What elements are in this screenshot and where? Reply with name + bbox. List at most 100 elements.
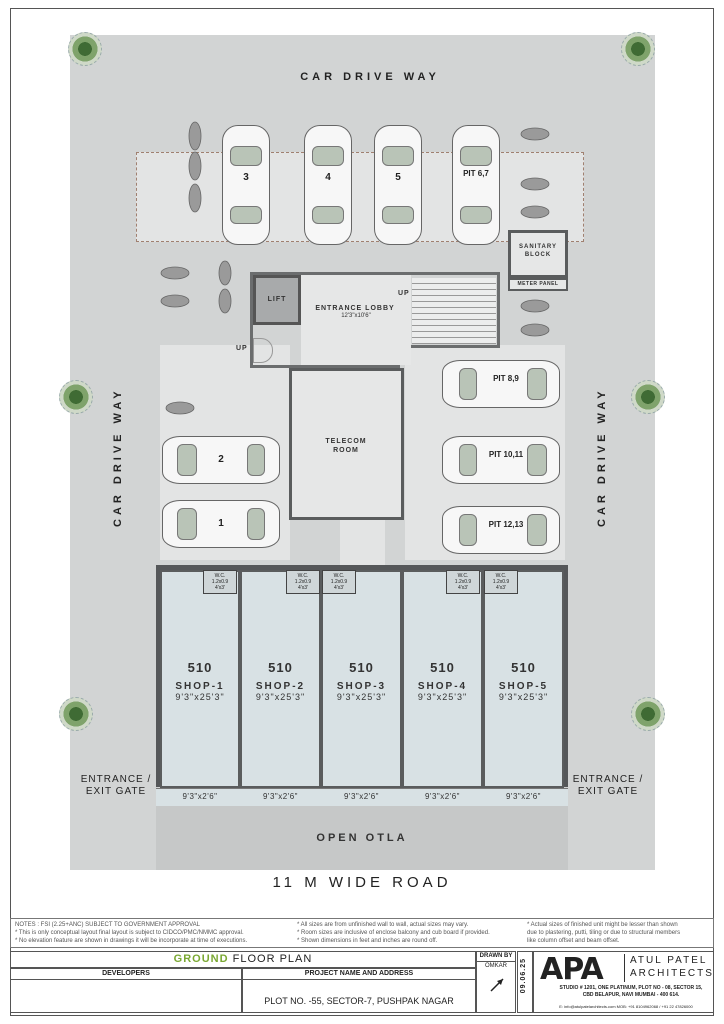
project-label: PROJECT NAME AND ADDRESS <box>243 969 475 980</box>
shop-size: 9'3"x25'3" <box>175 692 225 702</box>
note-line: * Room sizes are inclusive of enclose ba… <box>297 930 490 936</box>
notes-box: NOTES : FSI (2.25+ANC) SUBJECT TO GOVERN… <box>10 918 714 948</box>
plan-title: GROUND FLOOR PLAN <box>10 951 476 968</box>
car-number: 5 <box>395 172 401 183</box>
shop-area: 510 <box>187 660 213 675</box>
shop-unit: 510 SHOP-3 9'3"x25'3" <box>321 570 402 788</box>
ramp-up-label: UP <box>236 345 248 352</box>
tree-icon <box>631 380 665 414</box>
car-slot: PIT 10,11 <box>442 436 560 484</box>
logo-divider <box>624 954 625 982</box>
meter-panel: METER PANEL <box>508 278 568 291</box>
wc-size: 1.2x0.9 <box>330 579 348 585</box>
note-line: * This is only conceptual layout final l… <box>15 930 244 936</box>
tree-icon <box>621 32 655 66</box>
lift-label: LIFT <box>267 296 287 303</box>
firm-name-1: ATUL PATEL <box>630 955 708 966</box>
wc-label: W.C. <box>297 573 309 579</box>
otla-dim: 9'3"x2'6" <box>182 792 218 801</box>
note-line: * No elevation feature are shown in draw… <box>15 938 248 944</box>
plan-title-word2: FLOOR PLAN <box>232 953 313 965</box>
wc-label: W.C. <box>457 573 469 579</box>
shop-unit: 510 SHOP-4 9'3"x25'3" <box>402 570 483 788</box>
car-slot: 2 <box>162 436 280 484</box>
otla-step <box>156 788 568 806</box>
shop-name: SHOP-1 <box>175 681 225 692</box>
lift-shaft: LIFT <box>253 275 301 325</box>
car-slot: 3 <box>222 125 270 245</box>
car-number: PIT 8,9 <box>493 374 519 383</box>
drawn-by-label: DRAWN BY <box>479 953 513 959</box>
project-address: PLOT NO. -55, SECTOR-7, PUSHPAK NAGAR <box>264 996 454 1006</box>
car-number: PIT 6,7 <box>463 169 489 178</box>
shop-unit: 510 SHOP-2 9'3"x25'3" <box>240 570 321 788</box>
shop-area: 510 <box>349 660 374 675</box>
bike-icon <box>165 401 195 415</box>
bike-parking <box>160 121 550 415</box>
wall <box>497 272 500 347</box>
plan-title-word1: GROUND <box>173 953 229 965</box>
tree-icon <box>59 697 93 731</box>
wc-label: W.C. <box>495 573 507 579</box>
tree-icon <box>68 32 102 66</box>
car-slot: 4 <box>304 125 352 245</box>
note-line: * Actual sizes of finished unit might be… <box>527 922 678 928</box>
shop-size: 9'3"x25'3" <box>498 692 549 702</box>
shop-name: SHOP-3 <box>336 681 387 692</box>
car-slot: PIT 6,7 <box>452 125 500 245</box>
shop-area: 510 <box>511 660 536 675</box>
drawing-frame <box>10 8 714 1016</box>
studio-line-1: STUDIO # 1201, ONE PLATINUM, PLOT NO - 0… <box>559 985 703 991</box>
open-otla-label: OPEN OTLA <box>316 832 408 844</box>
north-arrow-icon <box>490 978 504 992</box>
note-line: due to plastering, putti, tiling or due … <box>527 930 681 936</box>
drawing-date: 09.06.25 <box>520 958 527 994</box>
bike-icon <box>160 260 232 314</box>
meter-label: METER PANEL <box>517 281 559 287</box>
otla-dim: 9'3"x2'6" <box>262 792 299 801</box>
otla-dim: 9'3"x2'6" <box>343 792 380 801</box>
car-slot: 5 <box>374 125 422 245</box>
car-slot: PIT 8,9 <box>442 360 560 408</box>
shop-unit: 510 SHOP-1 9'3"x25'3" <box>160 570 240 788</box>
shop-name: SHOP-5 <box>498 681 549 692</box>
wc-size: 1.2x0.9 <box>294 579 312 585</box>
wc-feet: 4'x3' <box>298 585 308 591</box>
tree-icon <box>631 697 665 731</box>
telecom-label: TELECOM ROOM <box>325 438 367 454</box>
tree-icon <box>59 380 93 414</box>
otla-dim: 9'3"x2'6" <box>424 792 461 801</box>
firm-logo: APA <box>540 952 604 987</box>
note-line: like column offset and beam offset. <box>527 938 620 944</box>
right-driveway-label: CAR DRIVE WAY <box>596 387 608 527</box>
developers-cell: DEVELOPERS <box>10 968 242 1013</box>
ramp <box>253 338 273 363</box>
shop-area: 510 <box>430 660 455 675</box>
otla-dim: 9'3"x2'6" <box>505 792 542 801</box>
wall <box>400 345 500 348</box>
car-number: 4 <box>325 172 331 183</box>
wc-feet: 4'x3' <box>496 585 506 591</box>
shop-unit: 510 SHOP-5 9'3"x25'3" <box>483 570 564 788</box>
wc-room: W.C. 1.2x0.9 4'x3' <box>484 570 518 594</box>
car-slot: 1 <box>162 500 280 548</box>
car-number: 2 <box>218 454 224 465</box>
firm-cell: APA ATUL PATEL ARCHITECTS STUDIO # 1201,… <box>533 951 714 1013</box>
note-line: * All sizes are from unfinished wall to … <box>297 922 469 928</box>
shop-block-wall <box>156 565 161 787</box>
right-gate-label: ENTRANCE / EXIT GATE <box>572 774 644 797</box>
open-otla: OPEN OTLA <box>156 806 568 870</box>
wc-room: W.C. 1.2x0.9 4'x3' <box>286 570 320 594</box>
contact-line: E: info@atulpatelarchitects.com MOB: +91… <box>559 1004 693 1009</box>
drawn-by-cell: DRAWN BY OMKAR <box>476 951 516 1013</box>
wall <box>250 272 500 275</box>
firm-name-2: ARCHITECTS <box>630 968 714 979</box>
developers-label: DEVELOPERS <box>11 969 241 980</box>
shop-block-wall <box>156 565 568 570</box>
drawn-by-name: OMKAR <box>477 961 515 971</box>
date-cell: 09.06.25 <box>517 951 533 1013</box>
sanitary-block: SANITARY BLOCK <box>508 230 568 278</box>
sanitary-label: SANITARY BLOCK <box>519 244 557 258</box>
stair-up-label: UP <box>398 290 410 297</box>
shop-block-wall <box>563 565 568 787</box>
